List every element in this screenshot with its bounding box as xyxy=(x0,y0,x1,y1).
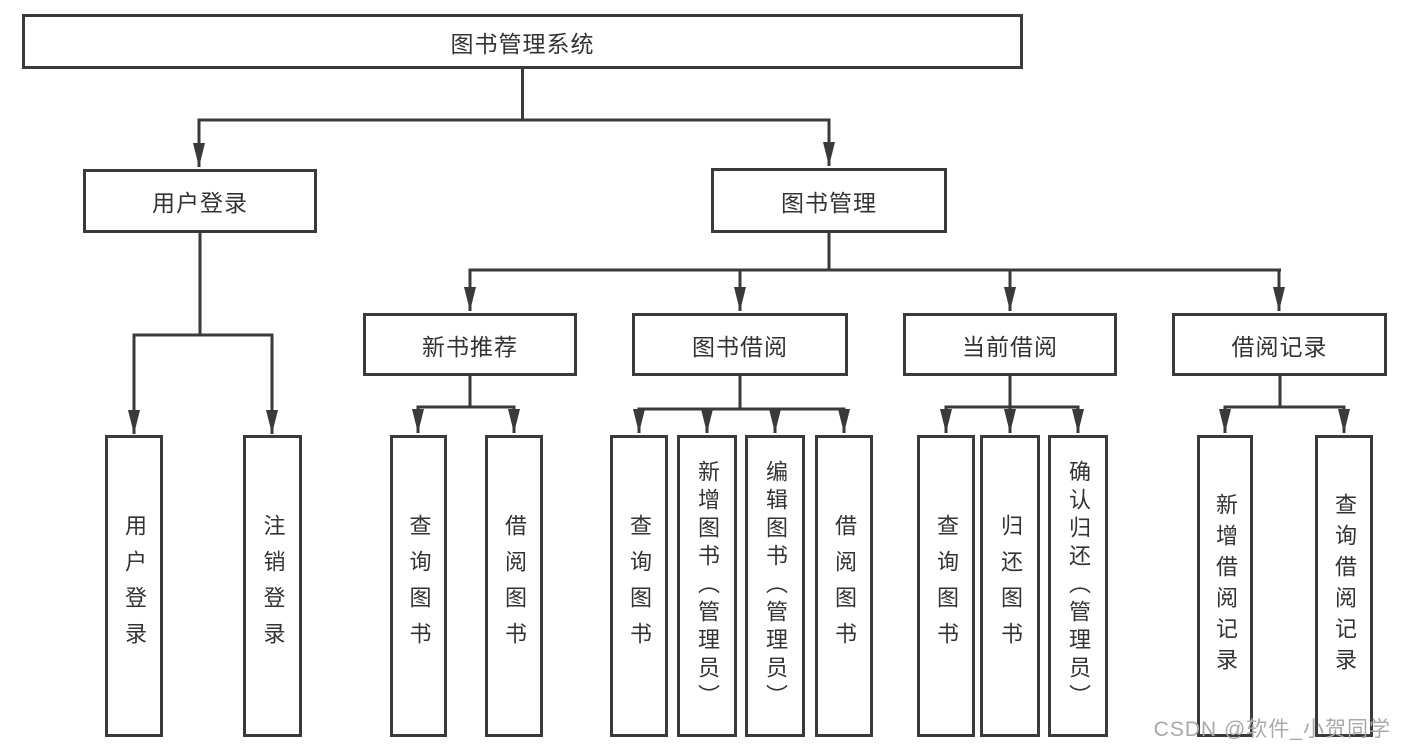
node-label: 借阅记录 xyxy=(1231,333,1328,360)
leaf-confirm-return-admin: 确认归还（管理员） xyxy=(1048,435,1108,737)
node-user-login: 用户登录 xyxy=(83,169,317,233)
node-new-book-recommend: 新书推荐 xyxy=(363,313,577,376)
node-label: 查询图书 xyxy=(627,514,652,658)
node-label: 归还图书 xyxy=(998,514,1023,658)
node-book-borrow: 图书借阅 xyxy=(632,313,848,376)
node-label: 图书管理 xyxy=(781,189,877,216)
node-label: 图书借阅 xyxy=(692,333,788,360)
leaf-user-login: 用户登录 xyxy=(105,435,163,737)
node-book-management: 图书管理 xyxy=(711,168,947,233)
node-label: 查询图书 xyxy=(934,514,959,658)
node-label: 新增借阅记录 xyxy=(1213,493,1238,679)
node-label: 编辑图书（管理员） xyxy=(763,460,788,712)
leaf-borrow-books: 借阅图书 xyxy=(815,435,873,737)
node-current-borrow: 当前借阅 xyxy=(903,313,1117,376)
node-label: 借阅图书 xyxy=(832,514,857,658)
node-label: 借阅图书 xyxy=(502,514,527,658)
node-label: 查询图书 xyxy=(406,514,432,658)
leaf-add-books-admin: 新增图书（管理员） xyxy=(677,435,737,737)
leaf-logout: 注销登录 xyxy=(243,435,302,737)
node-label: 用户登录 xyxy=(152,190,248,216)
node-book-management-system: 图书管理系统 xyxy=(22,14,1023,69)
leaf-edit-books-admin: 编辑图书（管理员） xyxy=(745,435,805,737)
leaf-query-books-borrow: 查询图书 xyxy=(610,435,668,737)
node-label: 用户登录 xyxy=(122,514,147,658)
leaf-return-books: 归还图书 xyxy=(980,435,1040,737)
node-label: 查询借阅记录 xyxy=(1332,493,1357,679)
node-label: 当前借阅 xyxy=(962,333,1058,360)
leaf-query-books-recommend: 查询图书 xyxy=(390,435,447,737)
node-label: 注销登录 xyxy=(260,514,286,658)
node-borrow-records: 借阅记录 xyxy=(1172,313,1387,376)
watermark: CSDN @软件_小贺同学 xyxy=(1153,718,1391,741)
node-label: 图书管理系统 xyxy=(450,30,595,57)
node-label: 新书推荐 xyxy=(422,333,518,360)
leaf-query-books-current: 查询图书 xyxy=(917,435,975,737)
leaf-add-borrow-record: 新增借阅记录 xyxy=(1197,435,1253,737)
node-label: 确认归还（管理员） xyxy=(1066,460,1091,712)
leaf-borrow-books-recommend: 借阅图书 xyxy=(485,435,543,737)
leaf-query-borrow-record: 查询借阅记录 xyxy=(1315,435,1373,737)
node-label: 新增图书（管理员） xyxy=(695,460,720,712)
